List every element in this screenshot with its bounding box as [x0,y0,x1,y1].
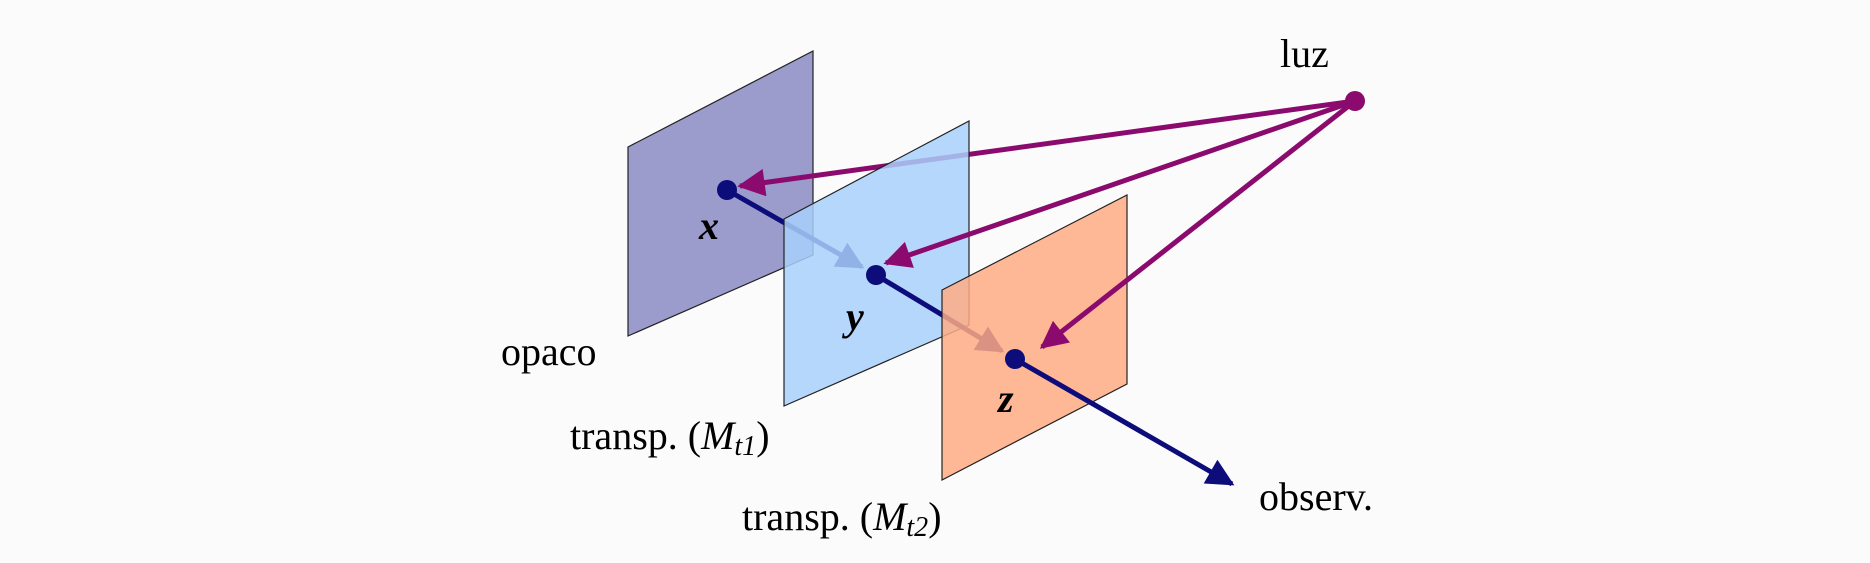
point-z-label: z [996,376,1014,421]
transp1-label-prefix: transp. ( [570,413,701,458]
view-path-z-to-observer [1013,356,1235,487]
light-label: luz [1280,31,1329,76]
transp2-label: transp. (Mt2) [742,494,942,543]
observer-label: observ. [1259,474,1373,519]
transp1-label-sub: t1 [734,431,756,462]
transp1-label: transp. (Mt1) [570,413,770,462]
light-source [1345,91,1365,111]
point-y-label: y [842,294,864,339]
transp2-label-var: M [872,494,909,539]
light-ray-to-y [883,98,1356,268]
transp2-label-suffix: ) [928,494,941,539]
transp2-label-sub: t2 [906,512,928,543]
transp1-label-var: M [700,413,737,458]
point-x-label: x [698,203,719,248]
transp1-label-suffix: ) [756,413,769,458]
transparent-plane-2 [941,194,1128,481]
light-ray-to-x [737,98,1356,197]
light-ray-to-z [1039,99,1357,349]
transp2-label-prefix: transp. ( [742,494,873,539]
opaque-label: opaco [501,329,597,374]
